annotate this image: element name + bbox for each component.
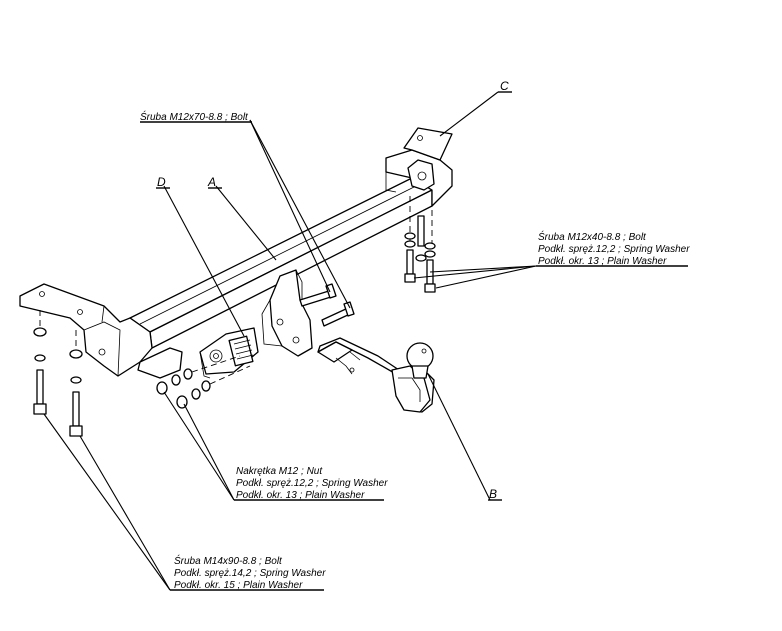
callout-line: Podkł. okr. 13 ; Plain Washer: [538, 256, 667, 267]
towball-neck: [317, 337, 435, 413]
callout-line: Podkł. spręż.12,2 ; Spring Washer: [538, 244, 690, 255]
callout-left-bolt: Śruba M14x90-8.8 ; Bolt Podkł. spręż.14,…: [174, 554, 326, 591]
callout-line: Śruba M12x40-8.8 ; Bolt: [538, 230, 647, 243]
callout-line: Podkł. spręż.14,2 ; Spring Washer: [174, 568, 326, 579]
left-bolt-stack: [33, 310, 83, 437]
label-d: D: [157, 175, 166, 189]
towball-mount-bracket: [261, 269, 313, 357]
top-bolt-pair: [299, 283, 355, 327]
leader-lines: [43, 91, 537, 591]
callout-right-bolt: Śruba M12x40-8.8 ; Bolt Podkł. spręż.12,…: [538, 230, 690, 267]
callout-line: Podkł. okr. 15 ; Plain Washer: [174, 580, 303, 591]
label-a: A: [207, 175, 216, 189]
callout-line: Podkł. okr. 13 ; Plain Washer: [236, 490, 365, 501]
right-mounting-bracket: [385, 127, 453, 207]
text-underlines: [140, 91, 688, 591]
callout-line: Śruba M14x90-8.8 ; Bolt: [174, 554, 283, 567]
callout-nut: Nakrętka M12 ; Nut Podkł. spręż.12,2 ; S…: [236, 466, 388, 501]
callout-line: Nakrętka M12 ; Nut: [236, 466, 323, 477]
callout-line: Podkł. spręż.12,2 ; Spring Washer: [236, 478, 388, 489]
label-c: C: [500, 79, 509, 93]
socket-plate: [199, 327, 259, 379]
crossbar-beam: [129, 177, 433, 349]
label-b: B: [489, 487, 497, 501]
left-mounting-bracket: [19, 283, 183, 379]
callout-top-bolt: Śruba M12x70-8.8 ; Bolt: [140, 110, 249, 123]
